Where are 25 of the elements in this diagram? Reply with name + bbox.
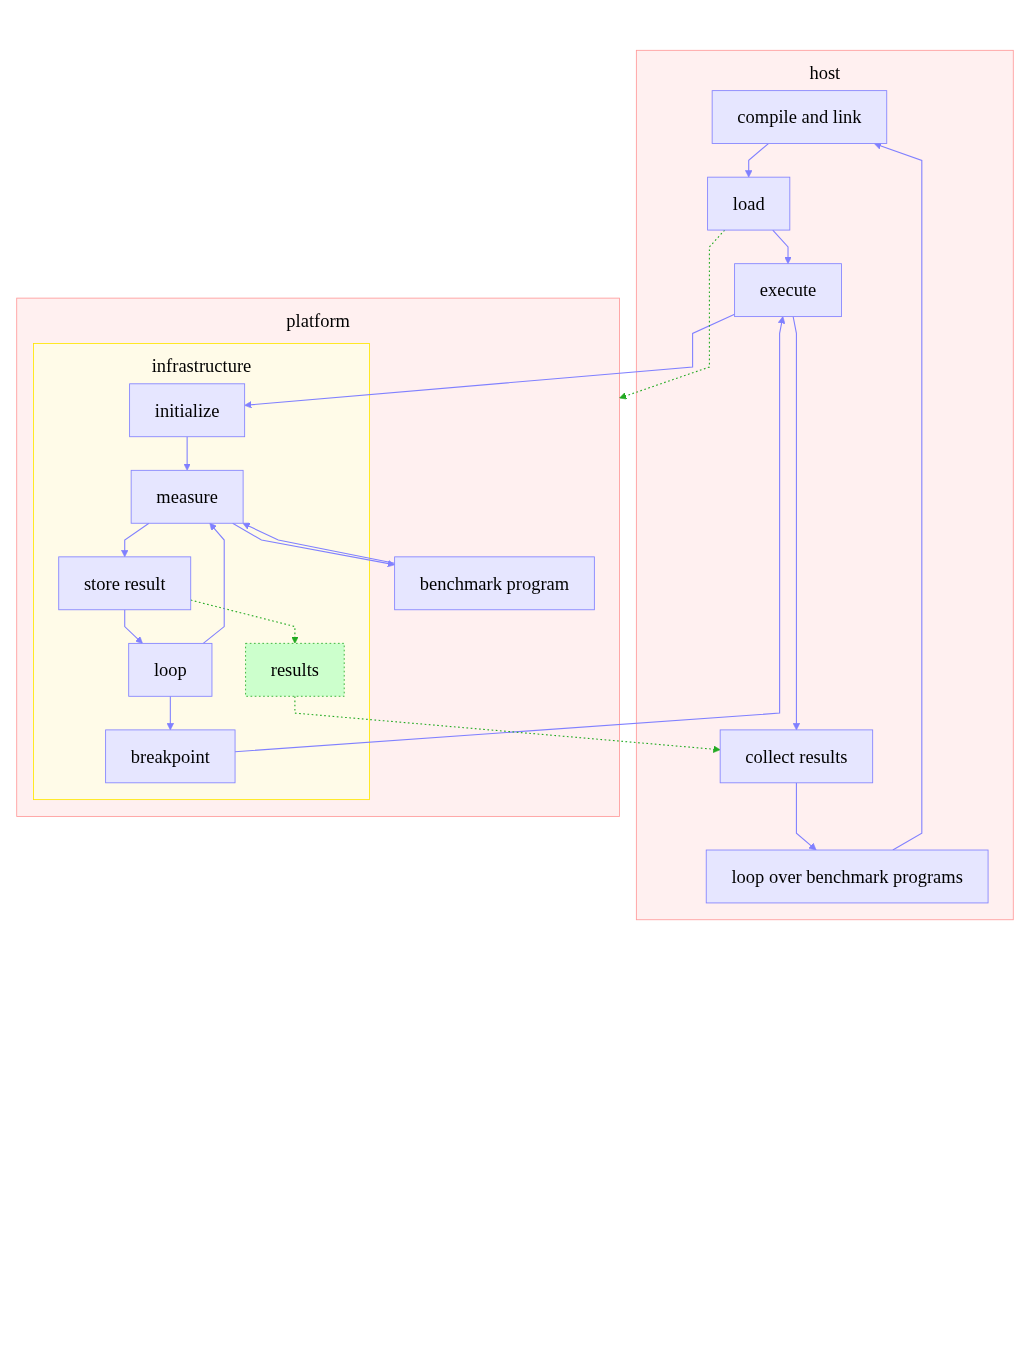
arrow	[202, 522, 225, 644]
node-box: measure	[130, 469, 244, 524]
arrow	[244, 313, 736, 409]
arrow	[166, 695, 175, 731]
node-box: breakpoint	[105, 729, 236, 784]
arrow	[121, 522, 150, 558]
arrow	[124, 609, 143, 644]
node-box: initialize	[129, 383, 246, 438]
arrow	[183, 436, 191, 471]
node-box: load	[707, 176, 791, 231]
arrow	[873, 142, 923, 851]
arrow	[772, 229, 792, 264]
arrow	[234, 316, 786, 753]
arrow	[745, 143, 769, 178]
arrow	[792, 316, 801, 731]
arrow	[190, 599, 299, 644]
node-box: loop over benchmark programs	[705, 849, 989, 904]
node-box: results	[245, 642, 345, 697]
node-box: execute	[734, 263, 842, 318]
node-box: collect results	[719, 729, 874, 784]
arrow	[795, 782, 817, 851]
node-box: store result	[58, 556, 192, 611]
node-box: loop	[128, 642, 213, 697]
node-box: compile and link	[711, 90, 888, 144]
node-box: benchmark program	[394, 556, 595, 611]
